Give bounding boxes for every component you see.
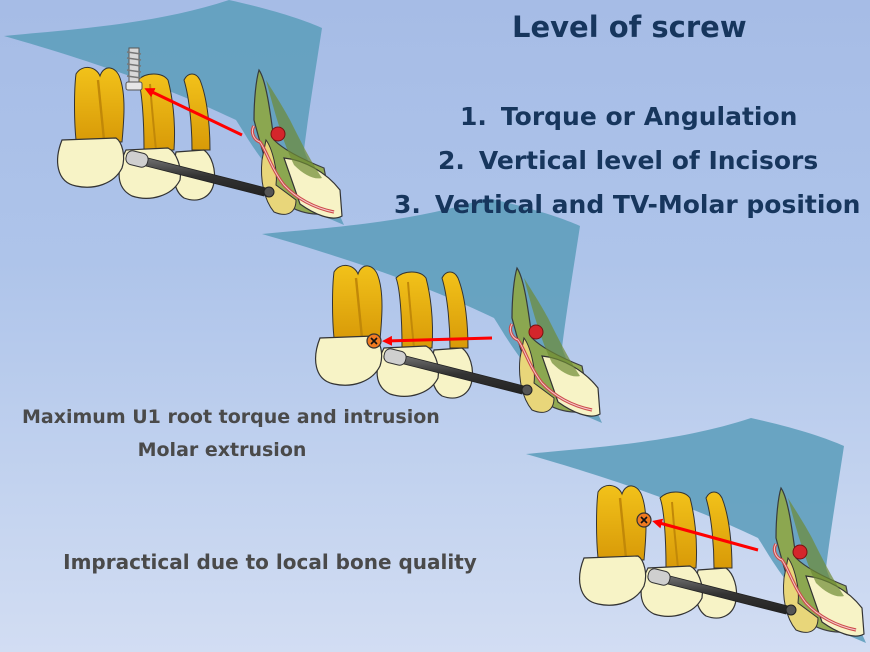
force-arrow [652, 518, 759, 552]
list-item: 1. Torque or Angulation [460, 102, 797, 131]
mini-screw-head-icon [366, 333, 382, 349]
list-item: 3. Vertical and TV-Molar position [394, 190, 860, 219]
page-title: Level of screw [512, 10, 747, 44]
list-text: Vertical and TV-Molar position [434, 190, 861, 219]
mini-screw-head-icon [636, 512, 652, 528]
middle-diagram [260, 196, 604, 425]
list-number: 3. [394, 190, 421, 219]
force-arrow [382, 335, 493, 346]
upper-diagram [2, 0, 346, 227]
impractical-caption: Impractical due to local bone quality [63, 550, 477, 574]
lower-diagram [524, 416, 868, 645]
effect-caption-line1: Maximum U1 root torque and intrusion [22, 406, 440, 428]
list-number: 1. [460, 102, 487, 131]
list-item: 2. Vertical level of Incisors [438, 146, 818, 175]
list-number: 2. [438, 146, 465, 175]
list-text: Torque or Angulation [500, 102, 798, 131]
list-text: Vertical level of Incisors [478, 146, 819, 175]
mini-screw-apical-icon [125, 47, 143, 91]
force-arrow [144, 88, 243, 137]
effect-caption-line2: Molar extrusion [137, 439, 307, 461]
